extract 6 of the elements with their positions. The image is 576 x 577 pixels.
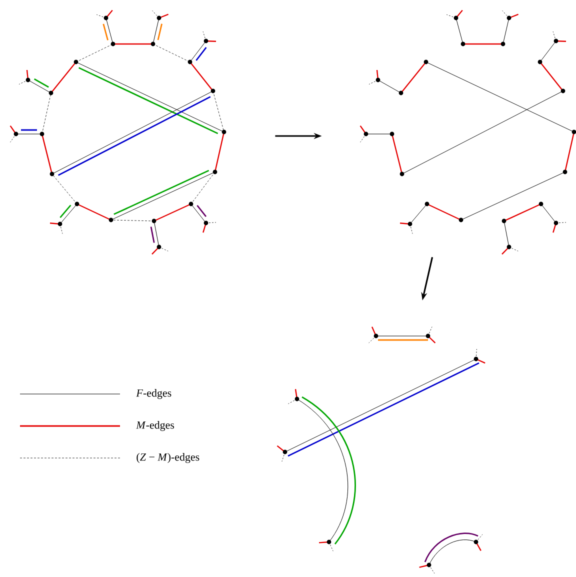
graph-drawing: [276, 326, 486, 574]
graph-drawing: [10, 10, 226, 255]
legend-label: (Z − M)-edges: [136, 453, 200, 463]
legend-label: M-edges: [136, 421, 174, 431]
graph-drawing: [360, 10, 576, 255]
legend-label: F-edges: [136, 389, 172, 399]
